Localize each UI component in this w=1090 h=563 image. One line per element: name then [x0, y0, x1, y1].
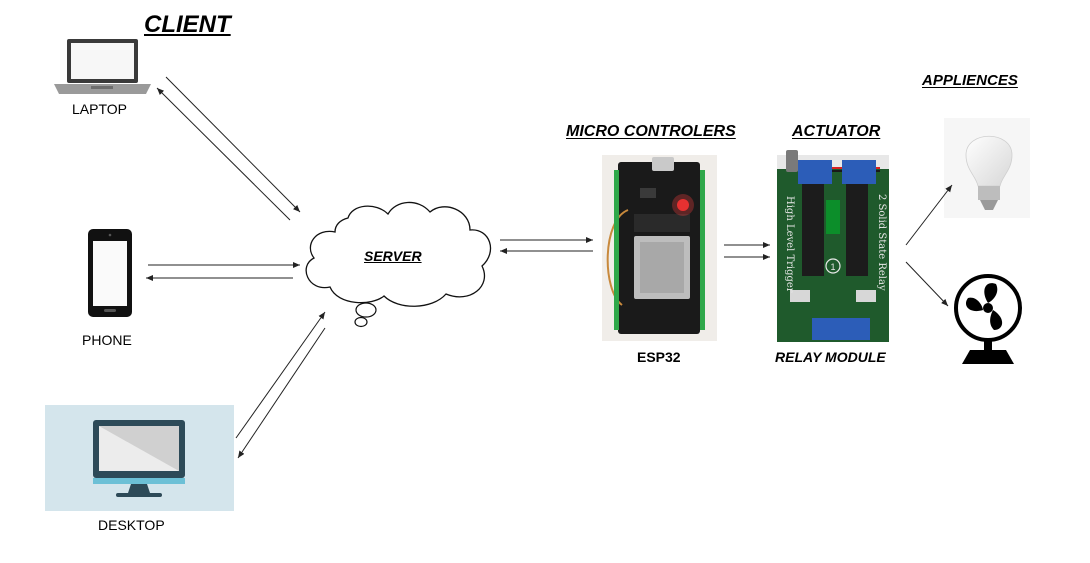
light-bulb-icon: [944, 118, 1030, 218]
appliances-heading: APPLIENCES: [922, 72, 1018, 89]
desktop-icon: [45, 405, 234, 511]
connection-arrows: [146, 76, 953, 459]
esp32-label: ESP32: [637, 349, 681, 365]
laptop-icon: [54, 39, 151, 94]
server-label: SERVER: [364, 248, 422, 264]
micro-controllers-heading: MICRO CONTROLERS: [566, 123, 736, 140]
arrow-server-to-laptop: [156, 87, 291, 221]
desktop-label: DESKTOP: [98, 517, 165, 533]
relay-module-image: 1 High Level Trigger 2 Solid State Relay: [777, 150, 889, 342]
arrow-server-to-desktop: [237, 327, 326, 459]
fan-icon: [954, 274, 1022, 364]
relay-board-print-left: High Level Trigger: [784, 196, 795, 293]
relay-channel-number: 1: [830, 262, 835, 272]
arrow-desktop-to-server: [235, 311, 326, 439]
actuator-heading: ACTUATOR: [792, 123, 881, 140]
phone-icon: [88, 229, 132, 317]
phone-label: PHONE: [82, 332, 132, 348]
laptop-label: LAPTOP: [72, 101, 127, 117]
arrow-relay-to-bulb: [905, 184, 953, 246]
arrow-relay-to-fan: [905, 261, 949, 307]
arrow-laptop-to-server: [165, 76, 301, 213]
client-heading: CLIENT: [144, 11, 231, 38]
server-cloud-icon: [305, 201, 492, 328]
esp32-board-image: [602, 155, 717, 341]
relay-board-print-right: 2 Solid State Relay: [876, 194, 887, 291]
relay-module-label: RELAY MODULE: [775, 349, 886, 365]
